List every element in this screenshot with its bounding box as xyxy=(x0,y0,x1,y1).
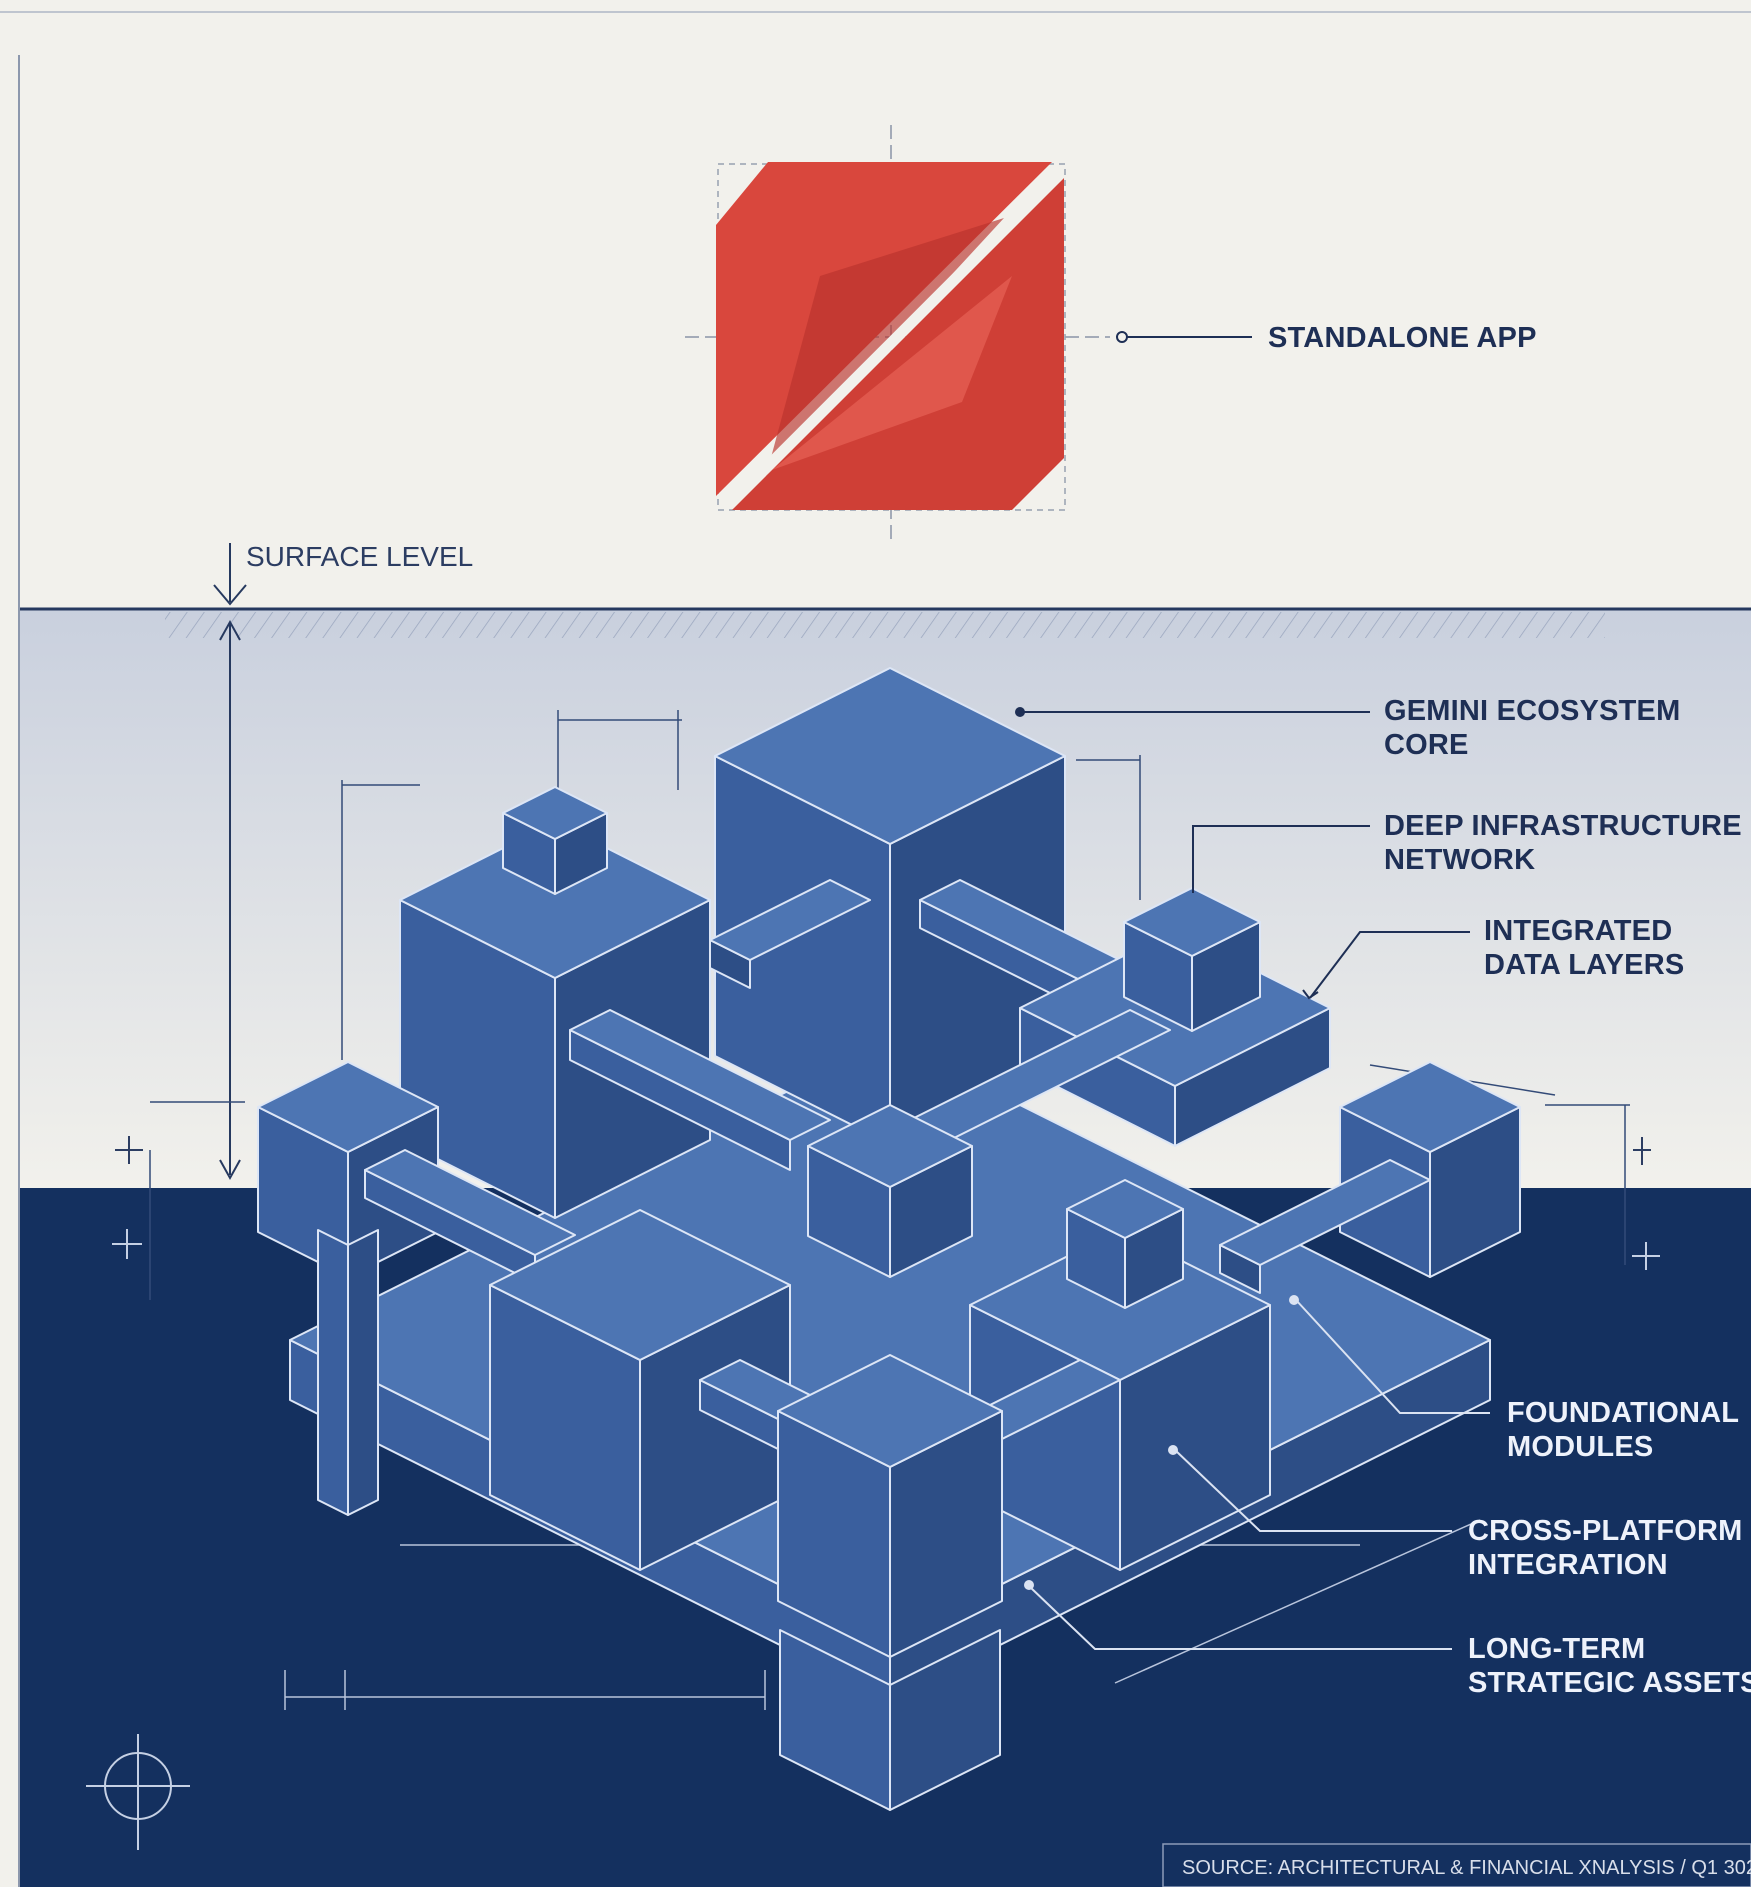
beam-left-upper-top xyxy=(709,879,871,961)
core-block-top-face xyxy=(714,667,1066,845)
left-leg-right xyxy=(347,1229,379,1516)
right-step-cap-top-face xyxy=(1123,887,1261,957)
left-front-cube-top-face xyxy=(257,1061,439,1153)
surface-hatch xyxy=(165,612,1605,638)
standalone-app-icon xyxy=(685,125,1252,545)
beam-center-left-top xyxy=(569,1009,831,1141)
strategic-assets-label: LONG-TERM STRATEGIC ASSETS xyxy=(1468,1633,1751,1699)
right-front-cube-top-face xyxy=(1339,1061,1521,1153)
left-tower-cap-top-face xyxy=(502,786,608,840)
target-reticle-icon xyxy=(86,1734,190,1850)
data-layers-label: INTEGRATED DATA LAYERS xyxy=(1484,915,1684,981)
surface-level-label: SURFACE LEVEL xyxy=(246,541,473,572)
foundational-label: FOUNDATIONAL MODULES xyxy=(1507,1397,1747,1463)
left-leg-left xyxy=(317,1229,349,1516)
surface-level-arrow xyxy=(213,543,247,1181)
source-box xyxy=(1162,1843,1751,1887)
front-left-block-top-face xyxy=(489,1209,791,1361)
beam-front-right-top xyxy=(1219,1159,1431,1266)
beam-front-left-top xyxy=(364,1149,576,1256)
source-text: SOURCE: ARCHITECTURAL & FINANCIAL XNALYS… xyxy=(1182,1857,1751,1879)
crosshair-marks xyxy=(115,1136,1651,1165)
isometric-structure xyxy=(257,667,1521,1811)
front-right-cap-top-face xyxy=(1066,1179,1184,1239)
crosshair-marks-dark xyxy=(112,1229,1660,1270)
core-label: GEMINI ECOSYSTEM CORE xyxy=(1384,695,1689,761)
hub-cube-top-face xyxy=(807,1104,973,1188)
front-center-cube-top-face xyxy=(777,1354,1003,1468)
left-tower-top-face xyxy=(399,821,711,979)
infrastructure-label: DEEP INFRASTRUCTURE NETWORK xyxy=(1384,810,1750,876)
cross-platform-label: CROSS-PLATFORM INTEGRATION xyxy=(1468,1515,1751,1581)
support-pillar-right xyxy=(889,1629,1001,1811)
callout-leaders xyxy=(1015,707,1490,1650)
standalone-app-label: STANDALONE APP xyxy=(1268,322,1537,354)
